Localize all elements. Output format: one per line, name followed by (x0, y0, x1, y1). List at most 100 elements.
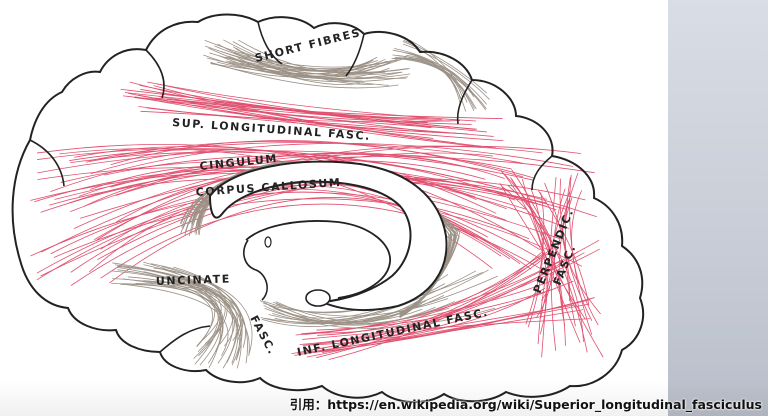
fibre-stroke (569, 174, 593, 335)
fornix (245, 220, 391, 299)
fibre-stroke (53, 198, 582, 267)
fibre-stroke (36, 144, 541, 251)
fibre-stroke (511, 179, 566, 346)
fibre-stroke (109, 197, 521, 284)
commissure-dot (264, 236, 272, 248)
fibre-stroke (318, 240, 600, 352)
fibre-stroke (541, 177, 557, 358)
fibre-stroke (155, 267, 253, 355)
fibre-stroke (70, 180, 547, 273)
sulcus-5 (531, 155, 553, 191)
fibre-stroke (511, 169, 588, 353)
label-short-fibres: SHORT FIBRES (254, 26, 363, 65)
brain-fasciculi-diagram: SHORT FIBRES SUP. LONGITUDINAL FASC. CIN… (11, 13, 645, 404)
fibre-stroke (104, 155, 516, 201)
fibre-stroke (37, 150, 534, 181)
fibre-stroke (122, 278, 224, 344)
fibre-stroke (328, 244, 557, 360)
source-credit: 引用：https://en.wikipedia.org/wiki/Superio… (289, 397, 762, 412)
fibre-stroke (112, 262, 250, 356)
fibre-stroke (159, 92, 487, 133)
fibre-stroke (139, 84, 450, 122)
fibre-stroke (156, 83, 478, 130)
fibre-stroke (174, 275, 237, 369)
fibre-stroke (394, 57, 463, 97)
fibre-stroke (209, 52, 401, 76)
fibre-stroke (302, 318, 591, 340)
fibre-stroke (502, 186, 584, 343)
fibre-stroke (112, 278, 214, 348)
sulcus-2 (257, 21, 283, 65)
fibre-stroke (392, 54, 471, 93)
fibre-stroke (117, 269, 219, 359)
fibre-stroke (294, 303, 589, 356)
fibre-stroke (176, 99, 434, 139)
fibre-stroke (173, 266, 248, 364)
fibre-stroke (275, 301, 423, 322)
fibre-stroke (394, 48, 487, 105)
fibre-stroke (129, 81, 497, 149)
sulcus-1 (145, 49, 165, 99)
label-uncinate: UNCINATE (156, 272, 231, 288)
fibre-stroke (96, 145, 543, 241)
fibre-stroke (299, 249, 545, 345)
brain-outline (11, 13, 645, 404)
fibre-stroke (404, 57, 477, 110)
fibre-stroke (163, 285, 221, 365)
fibre-stroke (214, 45, 398, 69)
sulcus-3 (345, 33, 365, 77)
fibre-stroke (147, 81, 477, 122)
fibre-stroke (221, 51, 378, 72)
fibre-stroke (559, 178, 593, 321)
bottom-shadow (0, 380, 768, 416)
fibre-stroke (138, 106, 462, 134)
fibre-stroke (261, 269, 489, 327)
fibre-stroke (40, 156, 595, 213)
fibre-stroke (236, 47, 392, 77)
sulcus-4 (456, 79, 473, 125)
fibre-stroke (205, 45, 402, 72)
fibre-stroke (69, 148, 597, 217)
fibre-stroke (161, 266, 242, 341)
fibre-stroke (263, 305, 496, 329)
fibre-stroke (316, 256, 547, 358)
sulcus-6 (29, 139, 65, 187)
fibre-stroke (402, 41, 461, 104)
fibre-stroke (312, 297, 595, 353)
fibre-stroke (231, 57, 409, 83)
fibre-stroke (260, 275, 498, 325)
fibre-stroke (117, 266, 240, 361)
fibre-stroke (118, 266, 242, 369)
fibre-stroke (90, 149, 497, 214)
mammillary-body (305, 289, 331, 307)
fibre-stroke (41, 145, 582, 253)
fibre-stroke (159, 96, 429, 119)
corpus-callosum (208, 160, 448, 312)
fibre-stroke (124, 92, 428, 123)
fibre-stroke (409, 39, 475, 111)
fibre-stroke (402, 43, 490, 100)
fibre-stroke (120, 284, 224, 353)
fibre-stroke (500, 170, 553, 319)
fibre-stroke (259, 300, 455, 325)
fibre-stroke (306, 280, 574, 358)
fibre-stroke (558, 172, 579, 326)
fibre-stroke (54, 153, 513, 200)
fibre-stroke (134, 97, 472, 125)
fibre-stroke (70, 178, 586, 286)
fibre-stroke (208, 48, 373, 78)
fibre-stroke (88, 141, 536, 179)
sulcus-7 (159, 325, 211, 353)
fibre-stroke (238, 39, 386, 75)
fibre-stroke (522, 178, 604, 358)
fibre-stroke (85, 142, 523, 164)
fibre-stroke (538, 190, 590, 306)
anterior-commissure (243, 239, 268, 301)
side-panel-background (668, 0, 768, 416)
fibre-stroke (203, 54, 411, 80)
fibre-stroke (507, 185, 555, 301)
fibre-stroke (143, 271, 235, 347)
fibre-stroke (110, 140, 524, 178)
fibre-stroke (40, 181, 557, 277)
